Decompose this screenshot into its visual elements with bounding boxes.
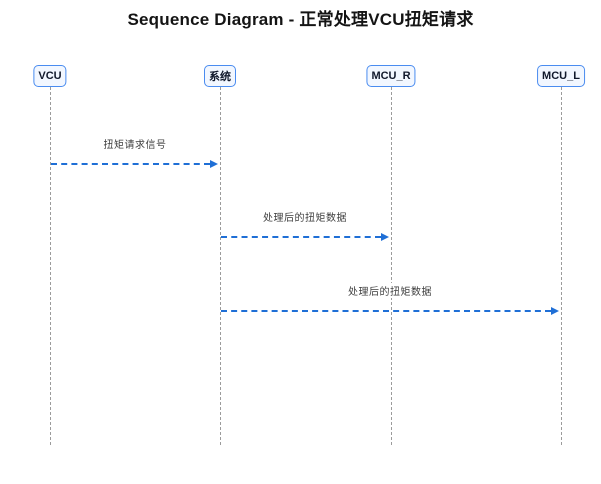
actor-vcu: VCU [33,65,67,87]
arrowhead-icon [210,160,218,168]
actor-mcu-r: MCU_R [366,65,416,87]
arrowhead-icon [551,307,559,315]
lifeline-mcu-r [391,87,392,445]
arrowhead-icon [381,233,389,241]
lifeline-mcu-l [561,87,562,445]
diagram-title: Sequence Diagram - 正常处理VCU扭矩请求 [127,10,474,29]
actor-mcu-l: MCU_L [537,65,585,87]
message-dashed-line [221,310,551,312]
lifeline-system [220,87,221,445]
message-label: 处理后的扭矩数据 [261,209,349,224]
message-dashed-line [51,163,210,165]
lifeline-vcu [50,87,51,445]
actor-system: 系统 [204,65,236,87]
message-label: 扭矩请求信号 [101,136,169,151]
message-dashed-line [221,236,381,238]
message-label: 处理后的扭矩数据 [346,283,434,298]
